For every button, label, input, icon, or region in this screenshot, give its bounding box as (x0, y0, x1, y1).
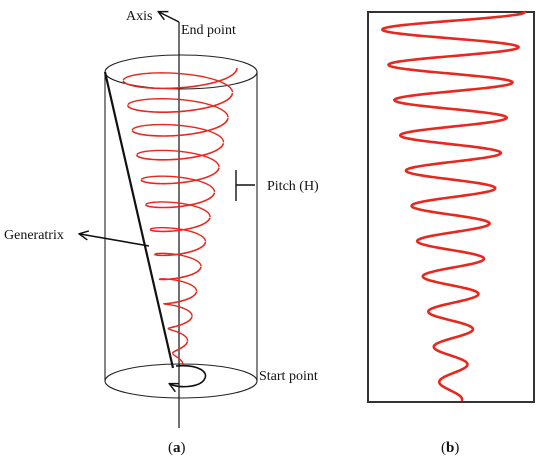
cylinder (104, 54, 258, 399)
panel-b: (b) (367, 10, 535, 456)
start-swirl (170, 364, 207, 387)
panel-b-frame (367, 11, 535, 403)
start-point-label: Start point (259, 369, 318, 384)
panel-a: Axis End point Pitch (H) Generatrix Star… (4, 9, 319, 456)
generatrix-label: Generatrix (4, 228, 64, 243)
helix-back-strands (122, 72, 234, 367)
end-point-label: End point (181, 23, 236, 38)
generatrix-line (103, 71, 175, 369)
caption-b: (b) (441, 440, 459, 456)
helix-front-strands (122, 67, 238, 354)
caption-a: (a) (168, 440, 186, 456)
axis-arrow (159, 12, 180, 23)
axis-label: Axis (126, 9, 152, 24)
cylinder-bottom-ellipse (104, 363, 258, 399)
generatrix-pointer (80, 234, 150, 247)
pitch-label: Pitch (H) (267, 179, 319, 194)
pitch-marker (235, 170, 255, 201)
conical-helix (122, 67, 238, 367)
unrolled-helix-wave (381, 10, 527, 402)
